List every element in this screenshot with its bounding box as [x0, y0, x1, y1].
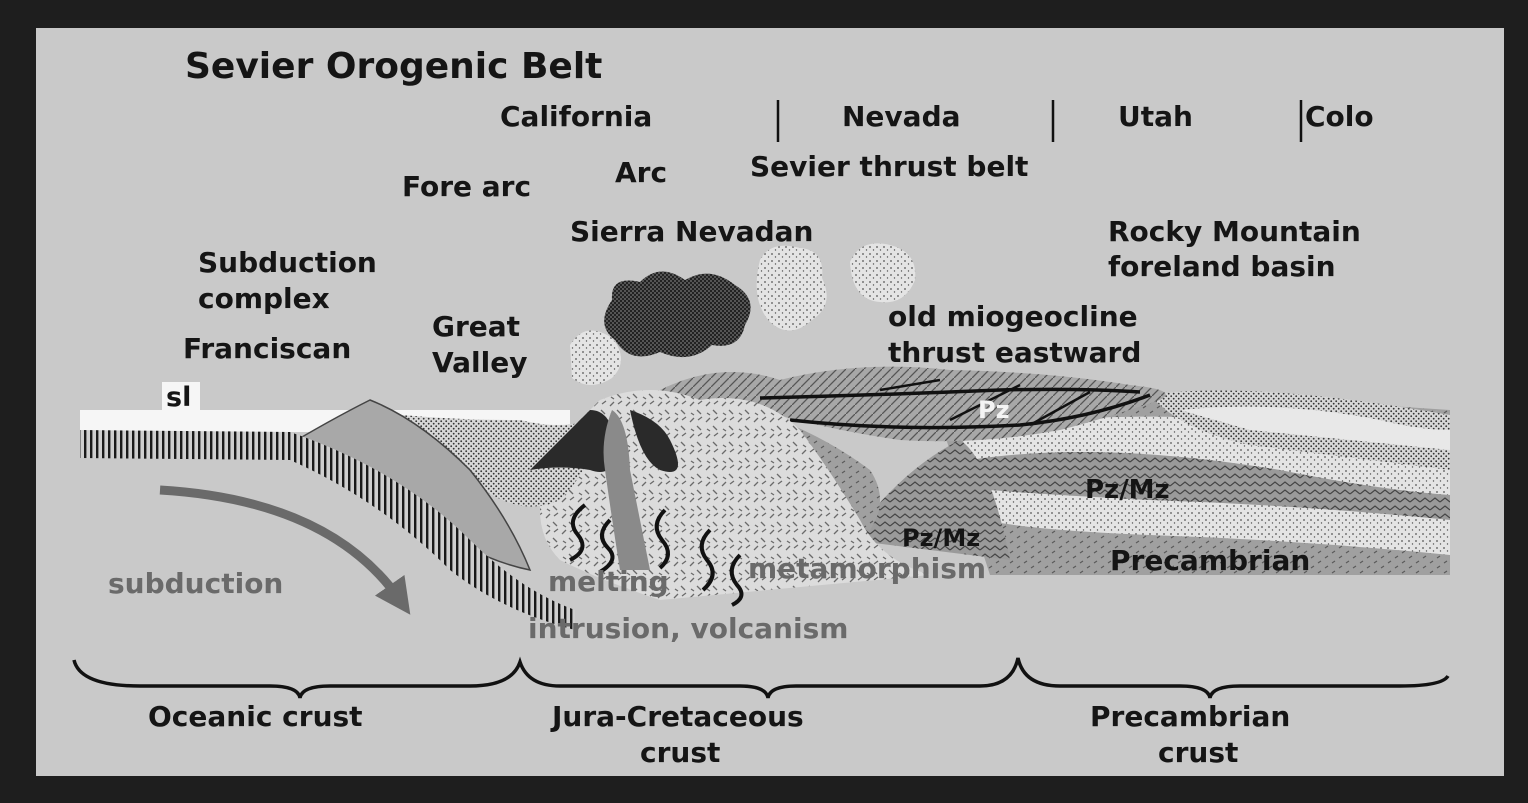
label-metamorphism: metamorphism: [748, 552, 986, 585]
label-intrusion-volcanism: intrusion, volcanism: [528, 612, 848, 645]
label-jura-cretaceous-2: crust: [640, 736, 720, 769]
label-pz-mz-east: Pz/Mz: [1085, 475, 1170, 505]
label-arc: Arc: [615, 156, 667, 189]
state-label-colorado: Colo: [1305, 100, 1374, 133]
label-rocky-mountain-2: foreland basin: [1108, 250, 1336, 283]
label-great-valley-2: Valley: [432, 346, 527, 379]
state-label-utah: Utah: [1118, 100, 1193, 133]
label-melting: melting: [548, 565, 669, 598]
label-sierra-nevadan: Sierra Nevadan: [570, 215, 813, 248]
label-great-valley-1: Great: [432, 310, 520, 343]
state-label-nevada: Nevada: [842, 100, 961, 133]
label-subduction-complex-2: complex: [198, 282, 330, 315]
label-jura-cretaceous-1: Jura-Cretaceous: [550, 700, 804, 733]
label-sevier-thrust-belt: Sevier thrust belt: [750, 150, 1028, 183]
label-subduction: subduction: [108, 567, 283, 600]
label-miogeocline-2: thrust eastward: [888, 336, 1141, 369]
label-subduction-complex-1: Subduction: [198, 246, 377, 279]
diagram-title: Sevier Orogenic Belt: [185, 46, 602, 87]
label-franciscan: Franciscan: [183, 332, 351, 365]
label-miogeocline-1: old miogeocline: [888, 300, 1138, 333]
label-precambrian-crust-2: crust: [1158, 736, 1238, 769]
label-oceanic-crust: Oceanic crust: [148, 700, 363, 733]
state-label-california: California: [500, 100, 652, 133]
label-rocky-mountain-1: Rocky Mountain: [1108, 215, 1361, 248]
label-fore-arc: Fore arc: [402, 170, 531, 203]
label-pz-mz-central: Pz/Mz: [902, 524, 980, 552]
label-sea-level: sl: [166, 382, 191, 413]
label-precambrian-crust-1: Precambrian: [1090, 700, 1290, 733]
label-precambrian: Precambrian: [1110, 544, 1310, 577]
label-pz: Pz: [978, 396, 1010, 424]
